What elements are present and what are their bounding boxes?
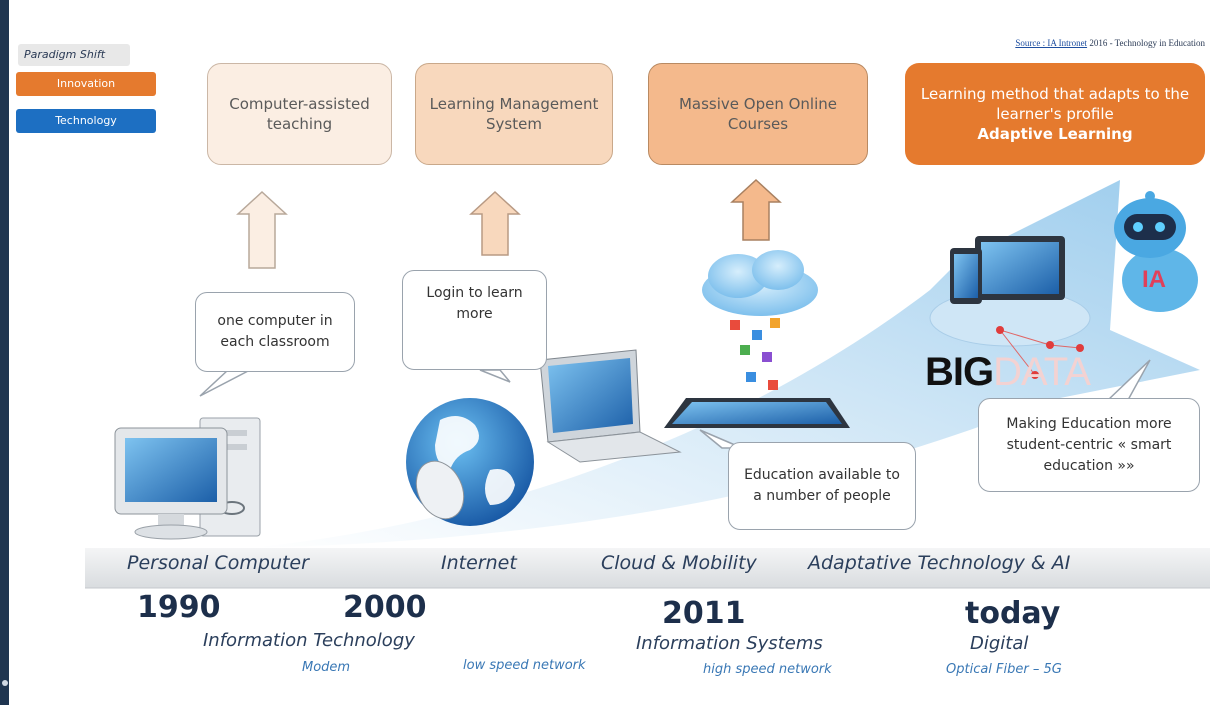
period-information-technology: Information Technology: [203, 630, 415, 651]
year-2011: 2011: [662, 596, 746, 631]
bubble-classroom: one computer in each classroom: [195, 292, 355, 372]
legend-innovation: Innovation: [16, 72, 156, 96]
timeline-band: [85, 548, 1210, 588]
big-data-big: BIG: [925, 350, 994, 394]
innovation-box-2-label: Learning Management System: [429, 95, 599, 133]
innovation-box-4: Learning method that adapts to the learn…: [905, 63, 1205, 165]
bubble-education: Education available to a number of peopl…: [728, 442, 916, 530]
internet-illustration: [406, 349, 682, 526]
legend-title: Paradigm Shift: [18, 44, 130, 66]
personal-computer-illustration: [114, 417, 261, 540]
bubble-classroom-text: one computer in each classroom: [217, 313, 333, 350]
network-modem: Modem: [302, 660, 351, 675]
era-adaptative-technology: Adaptative Technology & AI: [808, 552, 1071, 574]
network-low-speed: low speed network: [463, 658, 586, 673]
year-2000: 2000: [343, 590, 427, 625]
up-arrow-3: [730, 178, 782, 241]
bubble-login-text: Login to learn more: [426, 285, 523, 322]
innovation-box-2: Learning Management System: [415, 63, 613, 165]
innovation-box-4-emphasis: Adaptive Learning: [977, 125, 1133, 143]
bubble-smart-education-text: Making Education more student-centric « …: [1006, 415, 1172, 474]
big-data-illustration: [929, 236, 1091, 379]
left-accent-dot: [2, 680, 8, 686]
up-arrow-2: [469, 190, 521, 256]
cloud-mobility-illustration: [664, 250, 850, 428]
innovation-box-1-label: Computer-assisted teaching: [229, 95, 370, 133]
robot-ia-label: IA: [1142, 266, 1166, 293]
innovation-box-3: Massive Open Online Courses: [648, 63, 868, 165]
bubble-smart-education: Making Education more student-centric « …: [978, 398, 1200, 492]
period-digital: Digital: [970, 633, 1029, 654]
source-citation: Source : IA Intronet 2016 - Technology i…: [1015, 38, 1205, 48]
bubble-education-text: Education available to a number of peopl…: [744, 467, 900, 504]
era-internet: Internet: [441, 552, 517, 574]
innovation-box-4-label: Learning method that adapts to the learn…: [920, 85, 1190, 123]
left-accent-bar: [0, 0, 9, 705]
network-optical-fiber: Optical Fiber – 5G: [946, 662, 1062, 677]
innovation-box-3-label: Massive Open Online Courses: [678, 95, 838, 133]
innovation-box-1: Computer-assisted teaching: [207, 63, 392, 165]
up-arrow-1: [236, 190, 288, 269]
year-1990: 1990: [137, 590, 221, 625]
era-personal-computer: Personal Computer: [127, 552, 309, 574]
ai-robot-illustration: [1114, 191, 1198, 312]
year-today: today: [965, 596, 1061, 631]
big-data-wordmark: BIGDATA: [925, 350, 1091, 395]
big-data-data: DATA: [993, 350, 1091, 394]
network-high-speed: high speed network: [703, 662, 832, 677]
source-link[interactable]: Source : IA Intronet: [1015, 38, 1088, 48]
bubble-login: Login to learn more: [402, 270, 547, 370]
source-suffix: 2016 - Technology in Education: [1087, 38, 1205, 48]
legend-technology: Technology: [16, 109, 156, 133]
period-information-systems: Information Systems: [636, 633, 823, 654]
era-cloud-mobility: Cloud & Mobility: [601, 552, 757, 574]
